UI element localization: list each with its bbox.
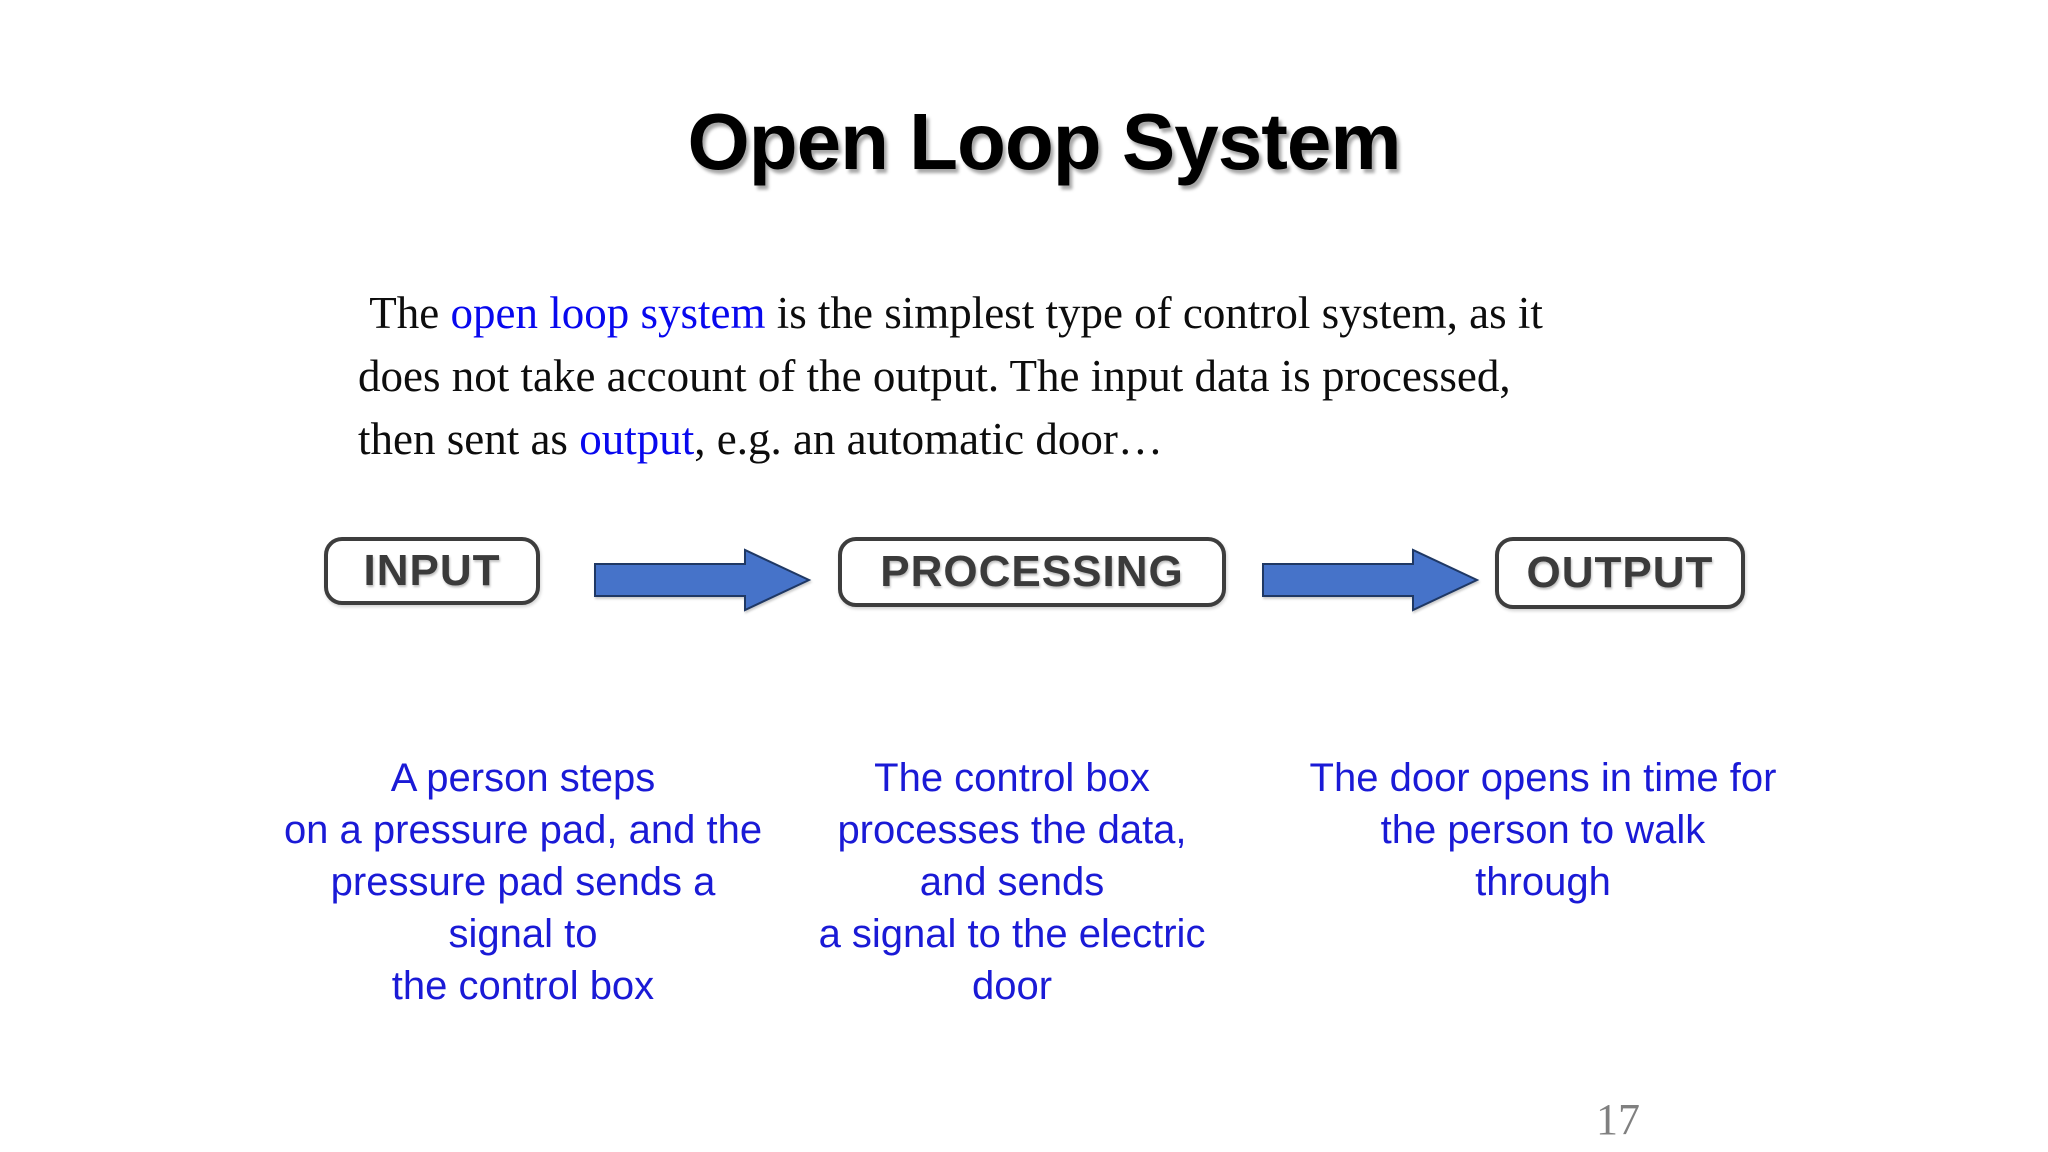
intro-text-segment: is the simplest type of control system, … — [358, 288, 1543, 464]
caption-processing: The control box processes the data, and … — [818, 756, 1206, 1008]
arrow-right-icon — [1262, 548, 1480, 612]
intro-text-segment: , e.g. an automatic door… — [694, 414, 1163, 464]
flow-node-output-label: OUTPUT — [1526, 548, 1714, 597]
caption-output: The door opens in time for the person to… — [1309, 756, 1777, 904]
highlight-open-loop-system: open loop system — [450, 288, 766, 338]
slide-title: Open Loop System — [687, 97, 1402, 186]
arrow-right-icon — [594, 548, 812, 612]
flow-node-processing: PROCESSING — [838, 537, 1226, 607]
intro-paragraph: The open loop system is the simplest typ… — [358, 282, 1788, 471]
page-number: 17 — [1596, 1095, 1640, 1144]
intro-text-segment: The — [358, 288, 451, 338]
caption-input: A person steps on a pressure pad, and th… — [283, 756, 763, 1008]
flow-node-input-label: INPUT — [363, 546, 501, 595]
flow-node-processing-label: PROCESSING — [880, 547, 1184, 596]
highlight-output: output — [579, 414, 695, 464]
flow-node-output: OUTPUT — [1495, 537, 1745, 609]
flow-node-input: INPUT — [324, 537, 540, 605]
